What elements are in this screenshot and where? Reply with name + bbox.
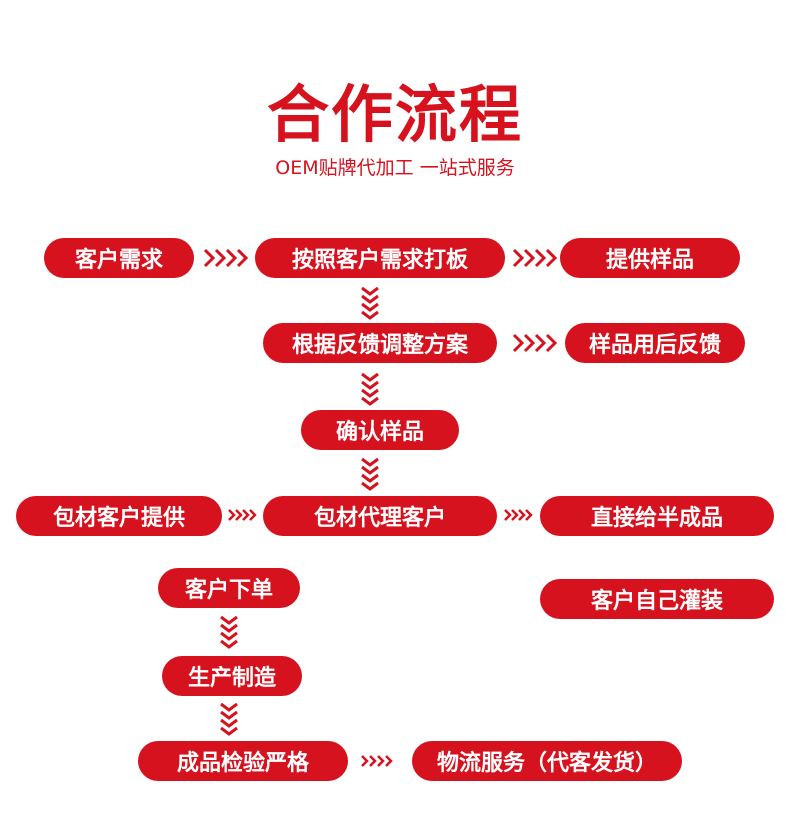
arrow-down-icon bbox=[218, 615, 240, 649]
step-customer-order: 客户下单 bbox=[158, 568, 300, 608]
arrow-right-icon bbox=[503, 507, 535, 523]
step-agent-packaging: 包材代理客户 bbox=[263, 496, 497, 536]
arrow-down-icon bbox=[359, 457, 381, 493]
step-customer-packaging: 包材客户提供 bbox=[16, 496, 222, 536]
step-customer-demand: 客户需求 bbox=[44, 238, 194, 278]
arrow-down-icon bbox=[359, 372, 381, 408]
step-provide-samples: 提供样品 bbox=[560, 238, 740, 278]
step-logistics: 物流服务（代客发货） bbox=[412, 741, 682, 781]
step-adjust-plan: 根据反馈调整方案 bbox=[263, 323, 497, 363]
arrow-right-icon bbox=[203, 247, 253, 269]
arrow-down-icon bbox=[359, 286, 381, 322]
step-direct-half-finished: 直接给半成品 bbox=[540, 496, 774, 536]
arrow-right-icon bbox=[512, 332, 562, 354]
arrow-right-icon bbox=[360, 753, 396, 769]
arrow-right-icon bbox=[227, 507, 259, 523]
step-confirm-samples: 确认样品 bbox=[301, 410, 459, 450]
step-proofing: 按照客户需求打板 bbox=[255, 238, 505, 278]
step-inspection: 成品检验严格 bbox=[138, 741, 348, 781]
arrow-down-icon bbox=[218, 702, 240, 736]
step-self-filling: 客户自己灌装 bbox=[540, 579, 774, 619]
step-production: 生产制造 bbox=[162, 656, 302, 696]
page-subtitle: OEM贴牌代加工 一站式服务 bbox=[275, 157, 515, 179]
arrow-right-icon bbox=[512, 247, 562, 269]
step-sample-feedback: 样品用后反馈 bbox=[565, 323, 745, 363]
page-title: 合作流程 bbox=[266, 78, 523, 151]
